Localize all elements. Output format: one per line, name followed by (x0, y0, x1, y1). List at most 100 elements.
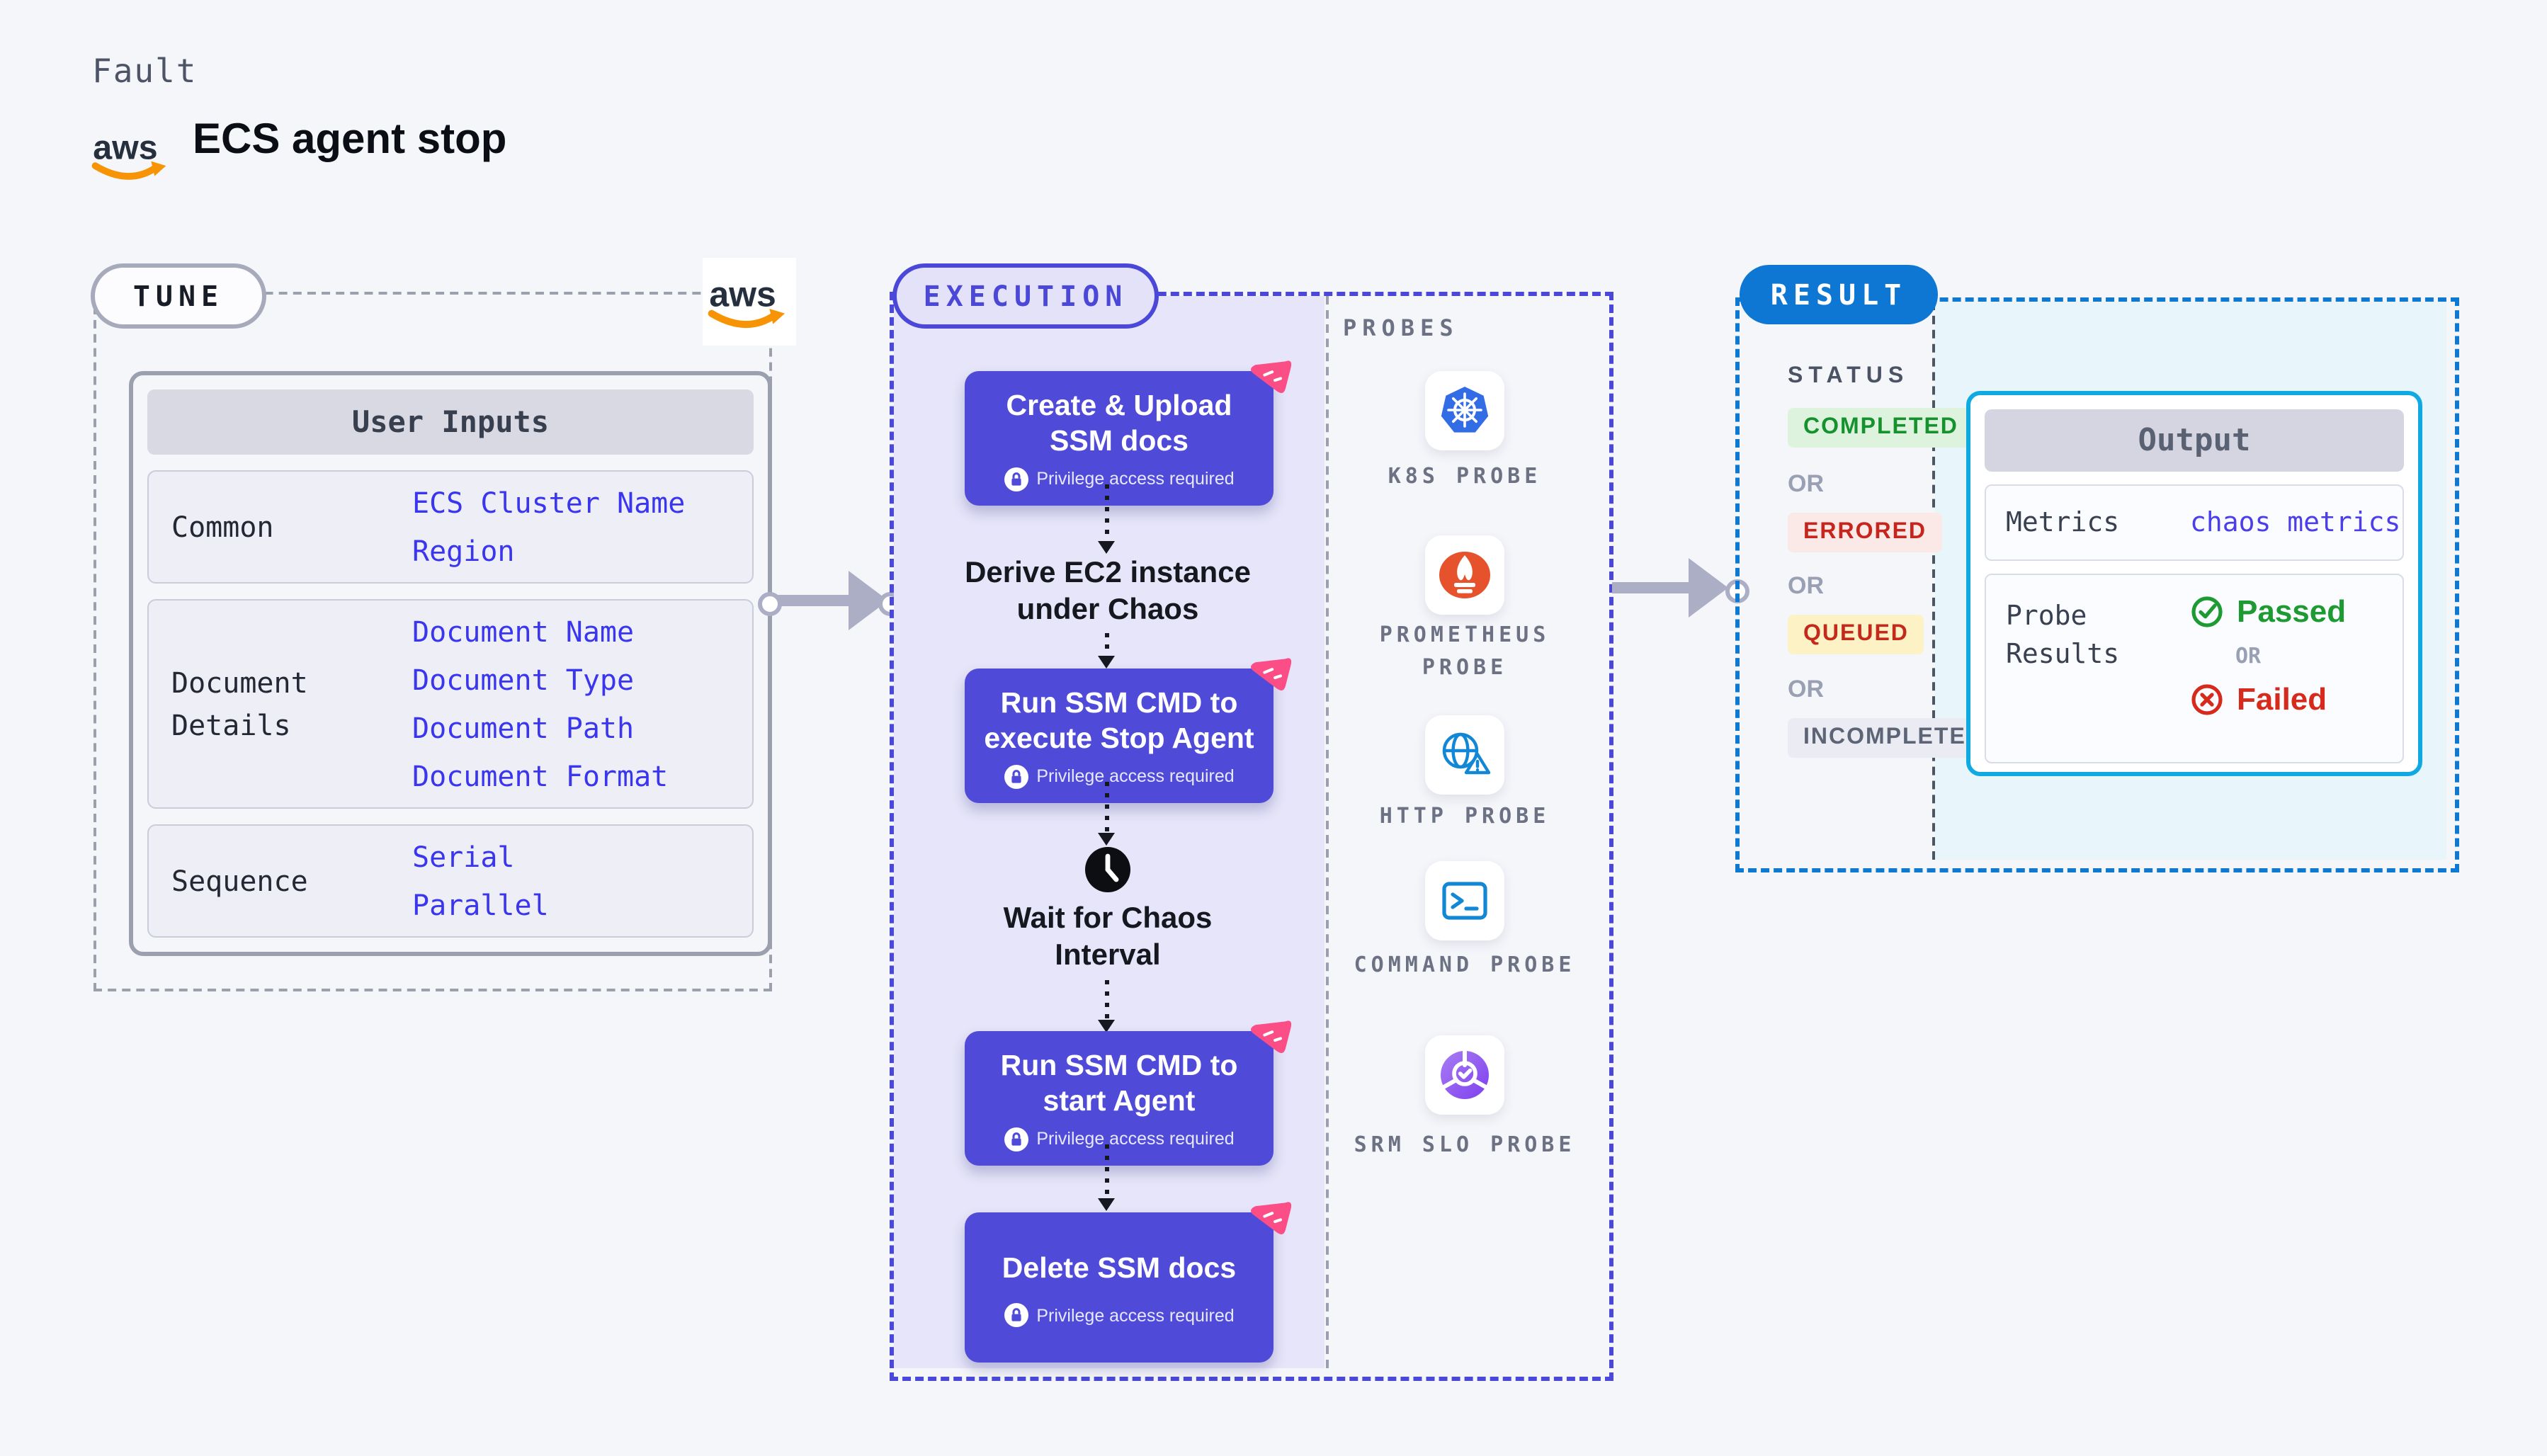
status-badge-incompleted: INCOMPLETED (1788, 718, 1999, 758)
output-card: Output Metrics chaos metrics Probe Resul… (1966, 391, 2422, 776)
metrics-row: Metrics chaos metrics (1985, 484, 2404, 561)
metrics-label: Metrics (2006, 506, 2120, 538)
probe-item-command: COMMAND PROBE (1354, 952, 1576, 977)
user-inputs-table: User Inputs Common ECS Cluster Name Regi… (129, 371, 772, 956)
x-circle-icon (2191, 684, 2223, 715)
row-links: Document Name Document Type Document Pat… (412, 615, 668, 793)
lock-icon (1004, 1127, 1028, 1151)
chaos-icon (1241, 647, 1295, 707)
or-separator: OR (1788, 470, 1824, 497)
probe-item-srm-slo: SRM SLO PROBE (1354, 1132, 1576, 1157)
passed-label: Passed (2237, 593, 2347, 629)
result-section-box (1735, 297, 2459, 872)
flow-arrow (1098, 633, 1115, 669)
prometheus-icon (1425, 535, 1504, 615)
http-globe-icon (1425, 715, 1504, 795)
execution-section-label: EXECUTION (892, 263, 1159, 329)
aws-logo-small: aws (91, 122, 173, 194)
row-label: Sequence (171, 864, 308, 898)
step-run-ssm-cmd-start-agent: Run SSM CMD to start Agent Privilege acc… (965, 1020, 1292, 1166)
link-document-path[interactable]: Document Path (412, 711, 635, 745)
link-ecs-cluster-name[interactable]: ECS Cluster Name (412, 486, 686, 520)
status-badge-errored: ERRORED (1788, 513, 1943, 552)
lock-icon (1004, 764, 1028, 788)
or-separator: OR (1788, 572, 1824, 599)
probe-item-k8s: K8S PROBE (1388, 463, 1542, 489)
output-header: Output (1985, 409, 2404, 472)
table-row-document-details: Document Details Document Name Document … (147, 599, 754, 809)
chaos-icon (1241, 349, 1295, 409)
link-parallel[interactable]: Parallel (412, 888, 549, 922)
status-header: STATUS (1788, 364, 1910, 388)
flow-arrow (1098, 980, 1115, 1033)
table-row-sequence: Sequence Serial Parallel (147, 824, 754, 938)
result-section-label: RESULT (1740, 265, 1938, 324)
probe-results-row: Probe Results Passed OR Failed (1985, 574, 2404, 763)
clock-icon (1084, 846, 1132, 901)
aws-logo-large: aws (703, 258, 796, 346)
privilege-label: Privilege access required (1036, 469, 1235, 489)
table-row-common: Common ECS Cluster Name Region (147, 470, 754, 584)
step-label: Run SSM CMD to start Agent (1000, 1049, 1238, 1117)
probe-item-http: HTTP PROBE (1379, 803, 1550, 829)
link-serial[interactable]: Serial (412, 840, 515, 874)
lock-icon (1004, 1303, 1028, 1327)
step-run-ssm-cmd-stop-agent: Run SSM CMD to execute Stop Agent Privil… (965, 658, 1292, 803)
privilege-label: Privilege access required (1036, 766, 1235, 786)
status-output-divider (1932, 302, 1935, 860)
flow-arrow (1098, 1144, 1115, 1211)
row-label: Common (171, 510, 274, 544)
link-document-name[interactable]: Document Name (412, 615, 635, 649)
link-document-type[interactable]: Document Type (412, 663, 635, 697)
status-badge-completed: COMPLETED (1788, 408, 1974, 448)
fault-kicker: Fault (92, 54, 198, 91)
step-delete-ssm-docs: Delete SSM docs Privilege access require… (965, 1202, 1292, 1363)
or-separator: OR (2235, 643, 2262, 669)
status-badge-queued: QUEUED (1788, 615, 1924, 654)
user-inputs-header: User Inputs (147, 389, 754, 455)
arrow-execution-to-result (1612, 582, 1691, 593)
step-derive-ec2-instance: Derive EC2 instance under Chaos (965, 557, 1251, 627)
arrow-tune-to-execution (773, 595, 850, 606)
passed-line: Passed (2190, 593, 2346, 630)
svg-text:aws: aws (709, 275, 776, 314)
chaos-icon (1241, 1190, 1295, 1251)
privilege-label: Privilege access required (1036, 1305, 1235, 1325)
privilege-badge: Privilege access required (1004, 467, 1235, 491)
probe-item-prometheus: PROMETHEUS PROBE (1379, 622, 1550, 681)
metrics-value-link[interactable]: chaos metrics (2190, 507, 2401, 538)
row-links: Serial Parallel (412, 840, 549, 922)
kubernetes-icon (1425, 371, 1504, 450)
srm-slo-icon (1425, 1035, 1504, 1115)
privilege-label: Privilege access required (1036, 1129, 1235, 1149)
execution-section-box (890, 292, 1613, 1381)
privilege-badge: Privilege access required (1004, 764, 1235, 788)
terminal-icon (1425, 861, 1504, 940)
arrow-head (1689, 558, 1728, 618)
tune-section-label: TUNE (91, 263, 266, 329)
privilege-badge: Privilege access required (1004, 1303, 1235, 1327)
chaos-icon (1241, 1009, 1295, 1069)
probe-results-values: Passed OR Failed (2190, 575, 2346, 718)
or-separator: OR (1788, 676, 1824, 703)
connector-dot (758, 592, 782, 616)
row-label: Document Details (171, 666, 308, 742)
link-document-format[interactable]: Document Format (412, 759, 669, 793)
svg-text:aws: aws (93, 128, 157, 166)
link-region[interactable]: Region (412, 534, 515, 568)
failed-label: Failed (2237, 681, 2327, 717)
step-wait-for-chaos-interval: Wait for Chaos Interval (1003, 902, 1213, 972)
privilege-badge: Privilege access required (1004, 1127, 1235, 1151)
lock-icon (1004, 467, 1028, 491)
step-label: Create & Upload SSM docs (1006, 389, 1232, 457)
probes-header: PROBES (1343, 314, 1459, 341)
flow-arrow (1098, 782, 1115, 846)
execution-probes-divider (1326, 296, 1329, 1368)
page-title: ECS agent stop (193, 116, 507, 163)
check-circle-icon (2191, 596, 2223, 627)
step-create-upload-ssm-docs: Create & Upload SSM docs Privilege acces… (965, 360, 1292, 506)
failed-line: Failed (2190, 681, 2346, 718)
row-links: ECS Cluster Name Region (412, 486, 685, 568)
probe-results-label: Probe Results (2006, 601, 2120, 670)
